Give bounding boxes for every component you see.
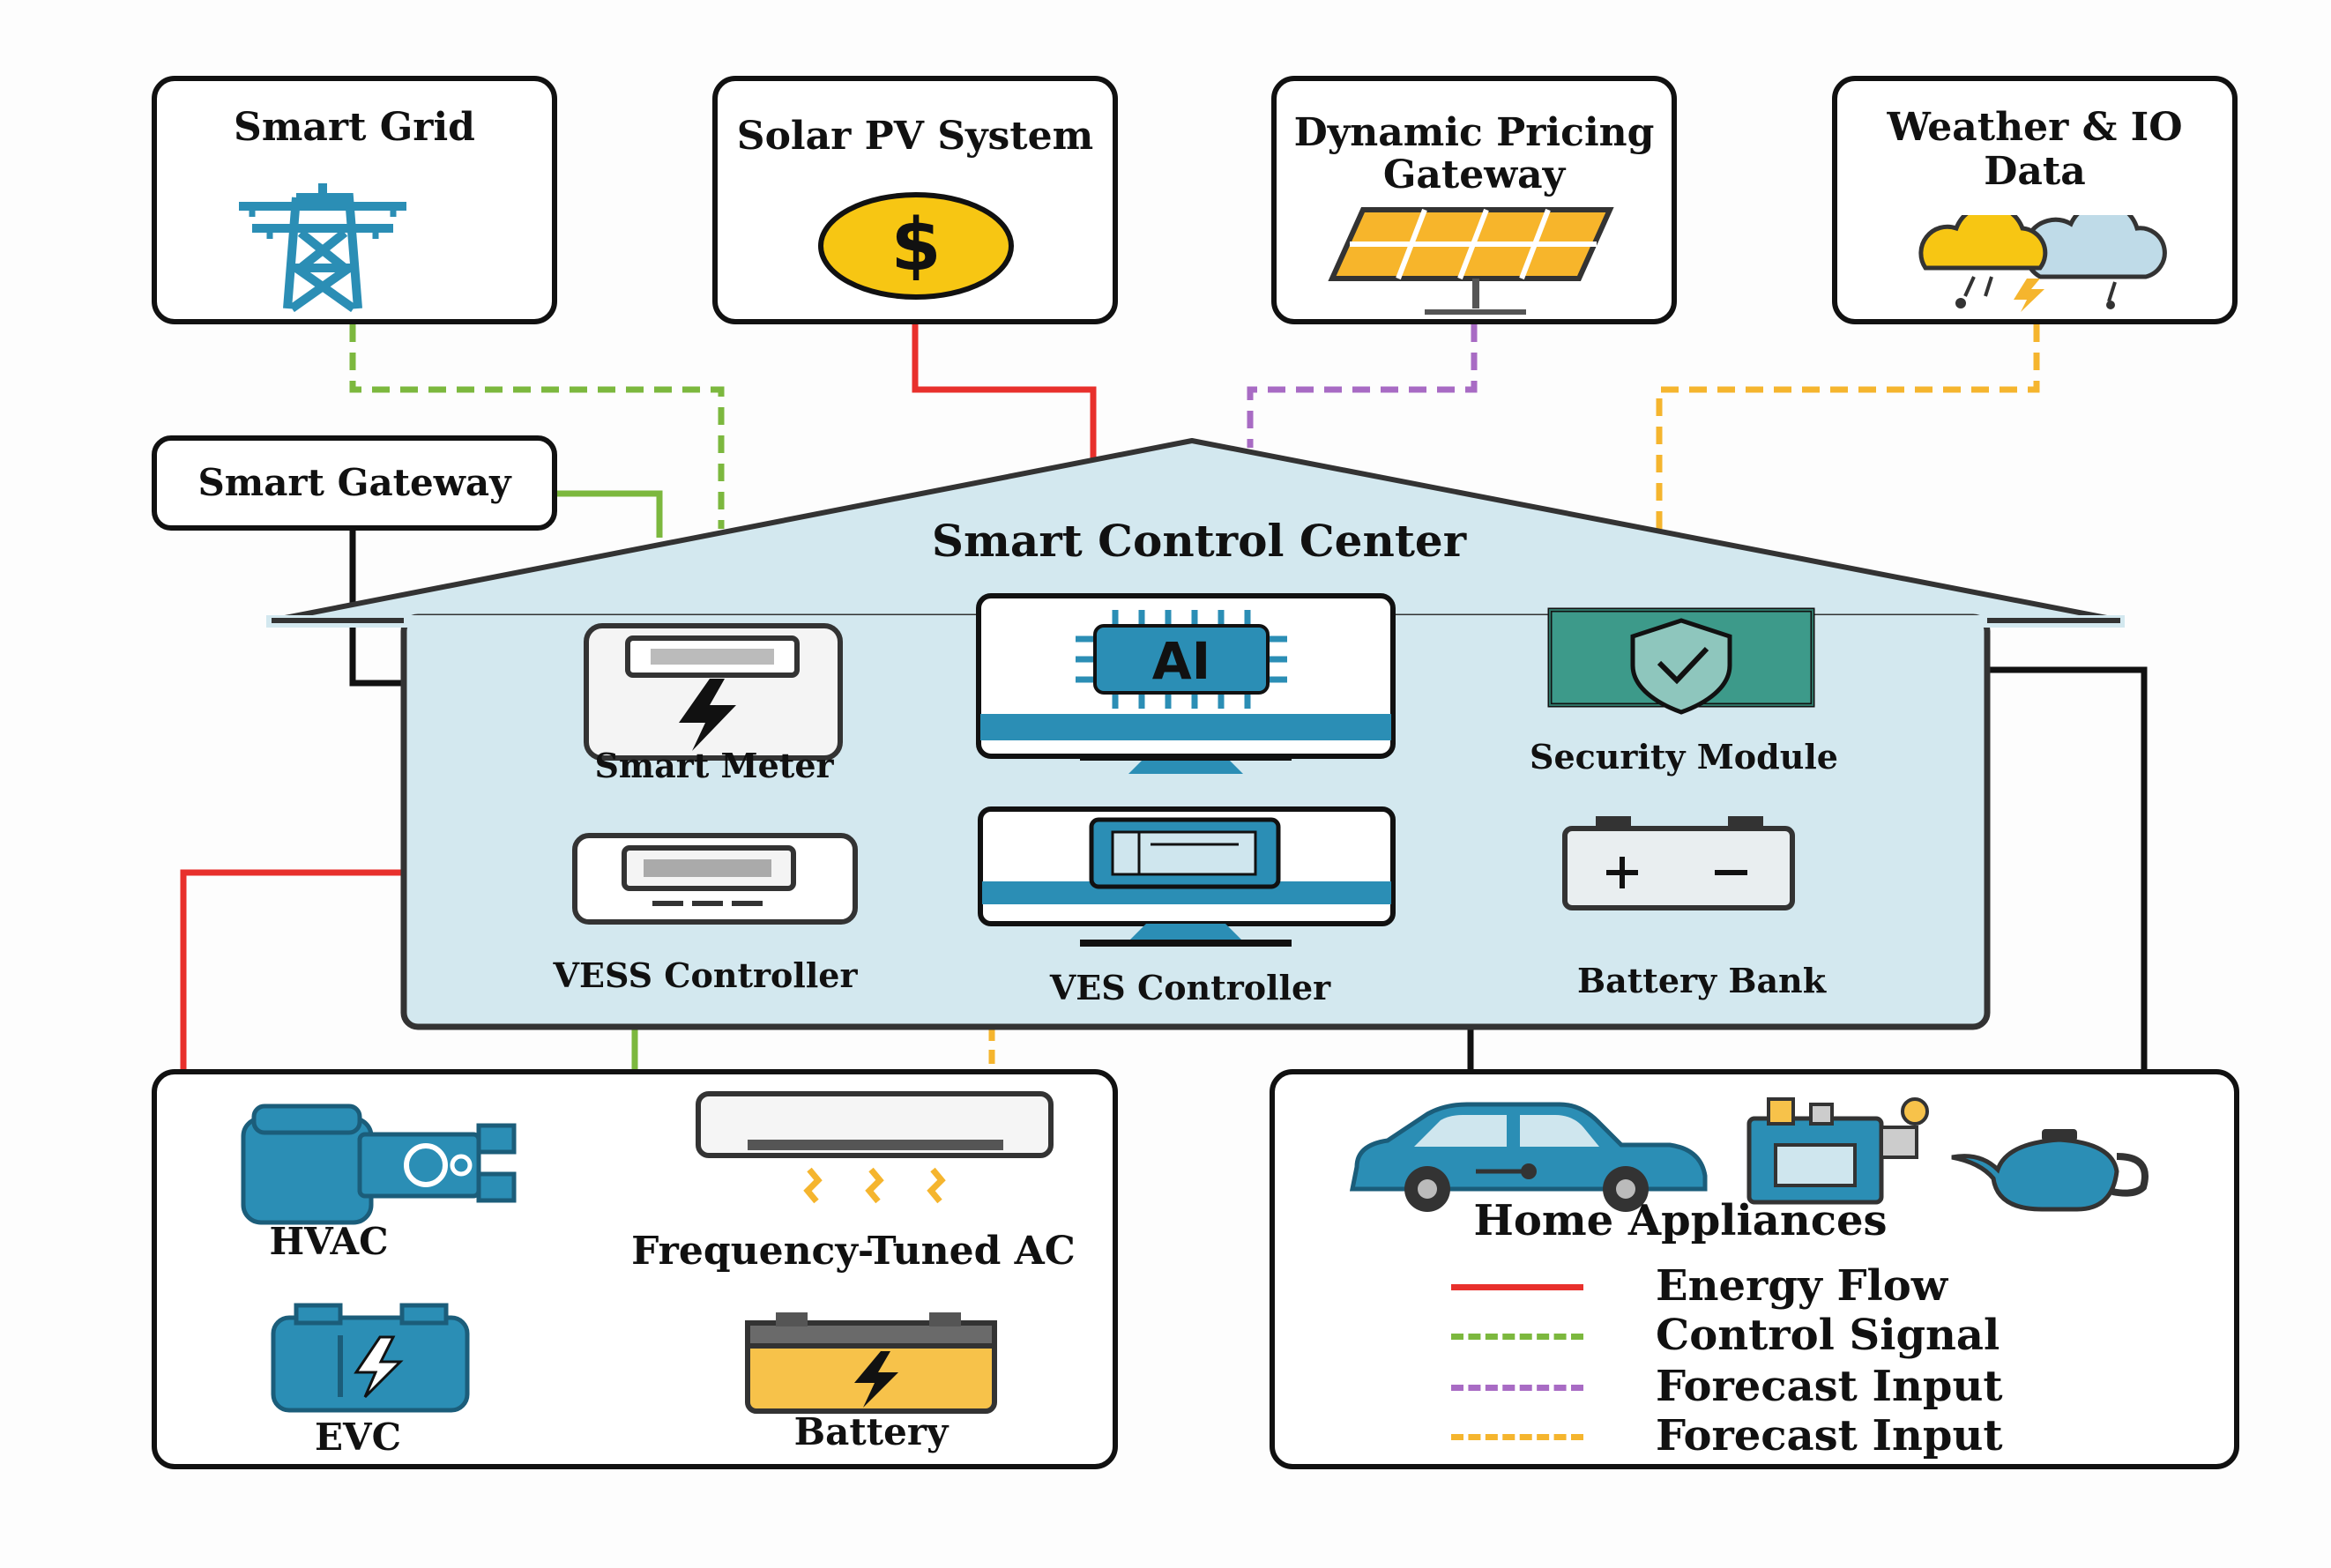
solar-pv-box: Solar PV System $ [712,76,1118,324]
weather-forecast-link [1656,324,2040,529]
svg-text:$: $ [890,204,941,287]
control-center-title: Smart Control Center [931,515,1467,567]
vess-controller-label: VESS Controller [553,955,858,995]
legend-swatch-control [1451,1334,1583,1340]
legend-item: Forecast Input [1451,1411,2209,1460]
legend-item: Forecast Input [1451,1362,2209,1411]
pricing-gateway-subtitle: Gateway [1382,152,1566,197]
pricing-gateway-title: Dynamic Pricing [1293,110,1655,155]
home-appliances-title: Home Appliances [1473,1196,1888,1245]
pricing-forecast-link [1247,324,1478,448]
hvac-icon [241,1104,517,1225]
legend-swatch-forecast-purple [1451,1385,1583,1391]
ves-controller-label: VES Controller [1049,968,1331,1007]
kettle-icon [1951,1129,2149,1212]
solar-pv-label: Solar PV System [736,114,1094,159]
loads-box: HVAC Frequency-Tuned AC EVC Battery [152,1069,1118,1469]
gateway-meter-link [349,529,406,687]
solar-panel-icon [1328,207,1614,315]
legend-label: Control Signal [1656,1311,2000,1360]
legend-swatch-energy [1451,1284,1583,1290]
dollar-coin-icon: $ [818,192,1014,300]
weather-data-box: Weather & IO Data [1832,76,2238,324]
appliance-device-icon [1746,1097,1929,1205]
pricing-gateway-box: Dynamic Pricing Gateway [1271,76,1677,324]
appliances-box: Home Appliances Energy Flow Control Sign… [1270,1069,2239,1469]
frequency-tuned-ac-label: Frequency-Tuned AC [631,1229,1076,1274]
weather-data-subtitle: Data [1984,149,2086,194]
legend-label: Forecast Input [1656,1362,2003,1411]
security-module-label: Security Module [1530,737,1838,777]
weather-cloud-icon [1918,215,2167,312]
vess-controller-icon [572,833,858,925]
car-icon [1349,1102,1708,1212]
smart-gateway-box: Smart Gateway [152,435,557,531]
vess-energy-link [180,869,406,1071]
battery-bank-icon [1562,816,1795,910]
smart-grid-label: Smart Grid [234,105,475,150]
legend-swatch-forecast-orange [1451,1434,1583,1440]
legend-label: Energy Flow [1656,1261,1948,1311]
ves-controller-icon [978,806,1396,947]
smart-grid-box: Smart Grid [152,76,557,324]
battery-icon [745,1312,997,1414]
battery-label: Battery [793,1410,949,1453]
gateway-control-link [554,490,663,538]
smart-gateway-label: Smart Gateway [197,461,511,504]
weather-data-title: Weather & IO [1887,105,2183,150]
ai-chip-text: AI [1152,631,1210,691]
smart-meter-icon [584,623,843,761]
ai-chip-icon [976,593,1396,774]
grid-control-link [349,324,725,529]
air-conditioner-icon [696,1091,1054,1204]
legend-item: Control Signal [1451,1311,2209,1360]
smart-meter-label: Smart Meter [594,746,834,785]
legend: Energy Flow Control Signal Forecast Inpu… [1451,1261,2209,1464]
ev-charger-icon [271,1303,470,1413]
power-tower-icon [239,183,406,312]
battery-bank-label: Battery Bank [1576,961,1827,1000]
legend-item: Energy Flow [1451,1261,2209,1311]
solar-energy-link [912,324,1097,458]
evc-label: EVC [314,1416,402,1459]
shield-icon [1547,607,1815,715]
hvac-label: HVAC [269,1220,389,1263]
legend-label: Forecast Input [1656,1411,2003,1460]
